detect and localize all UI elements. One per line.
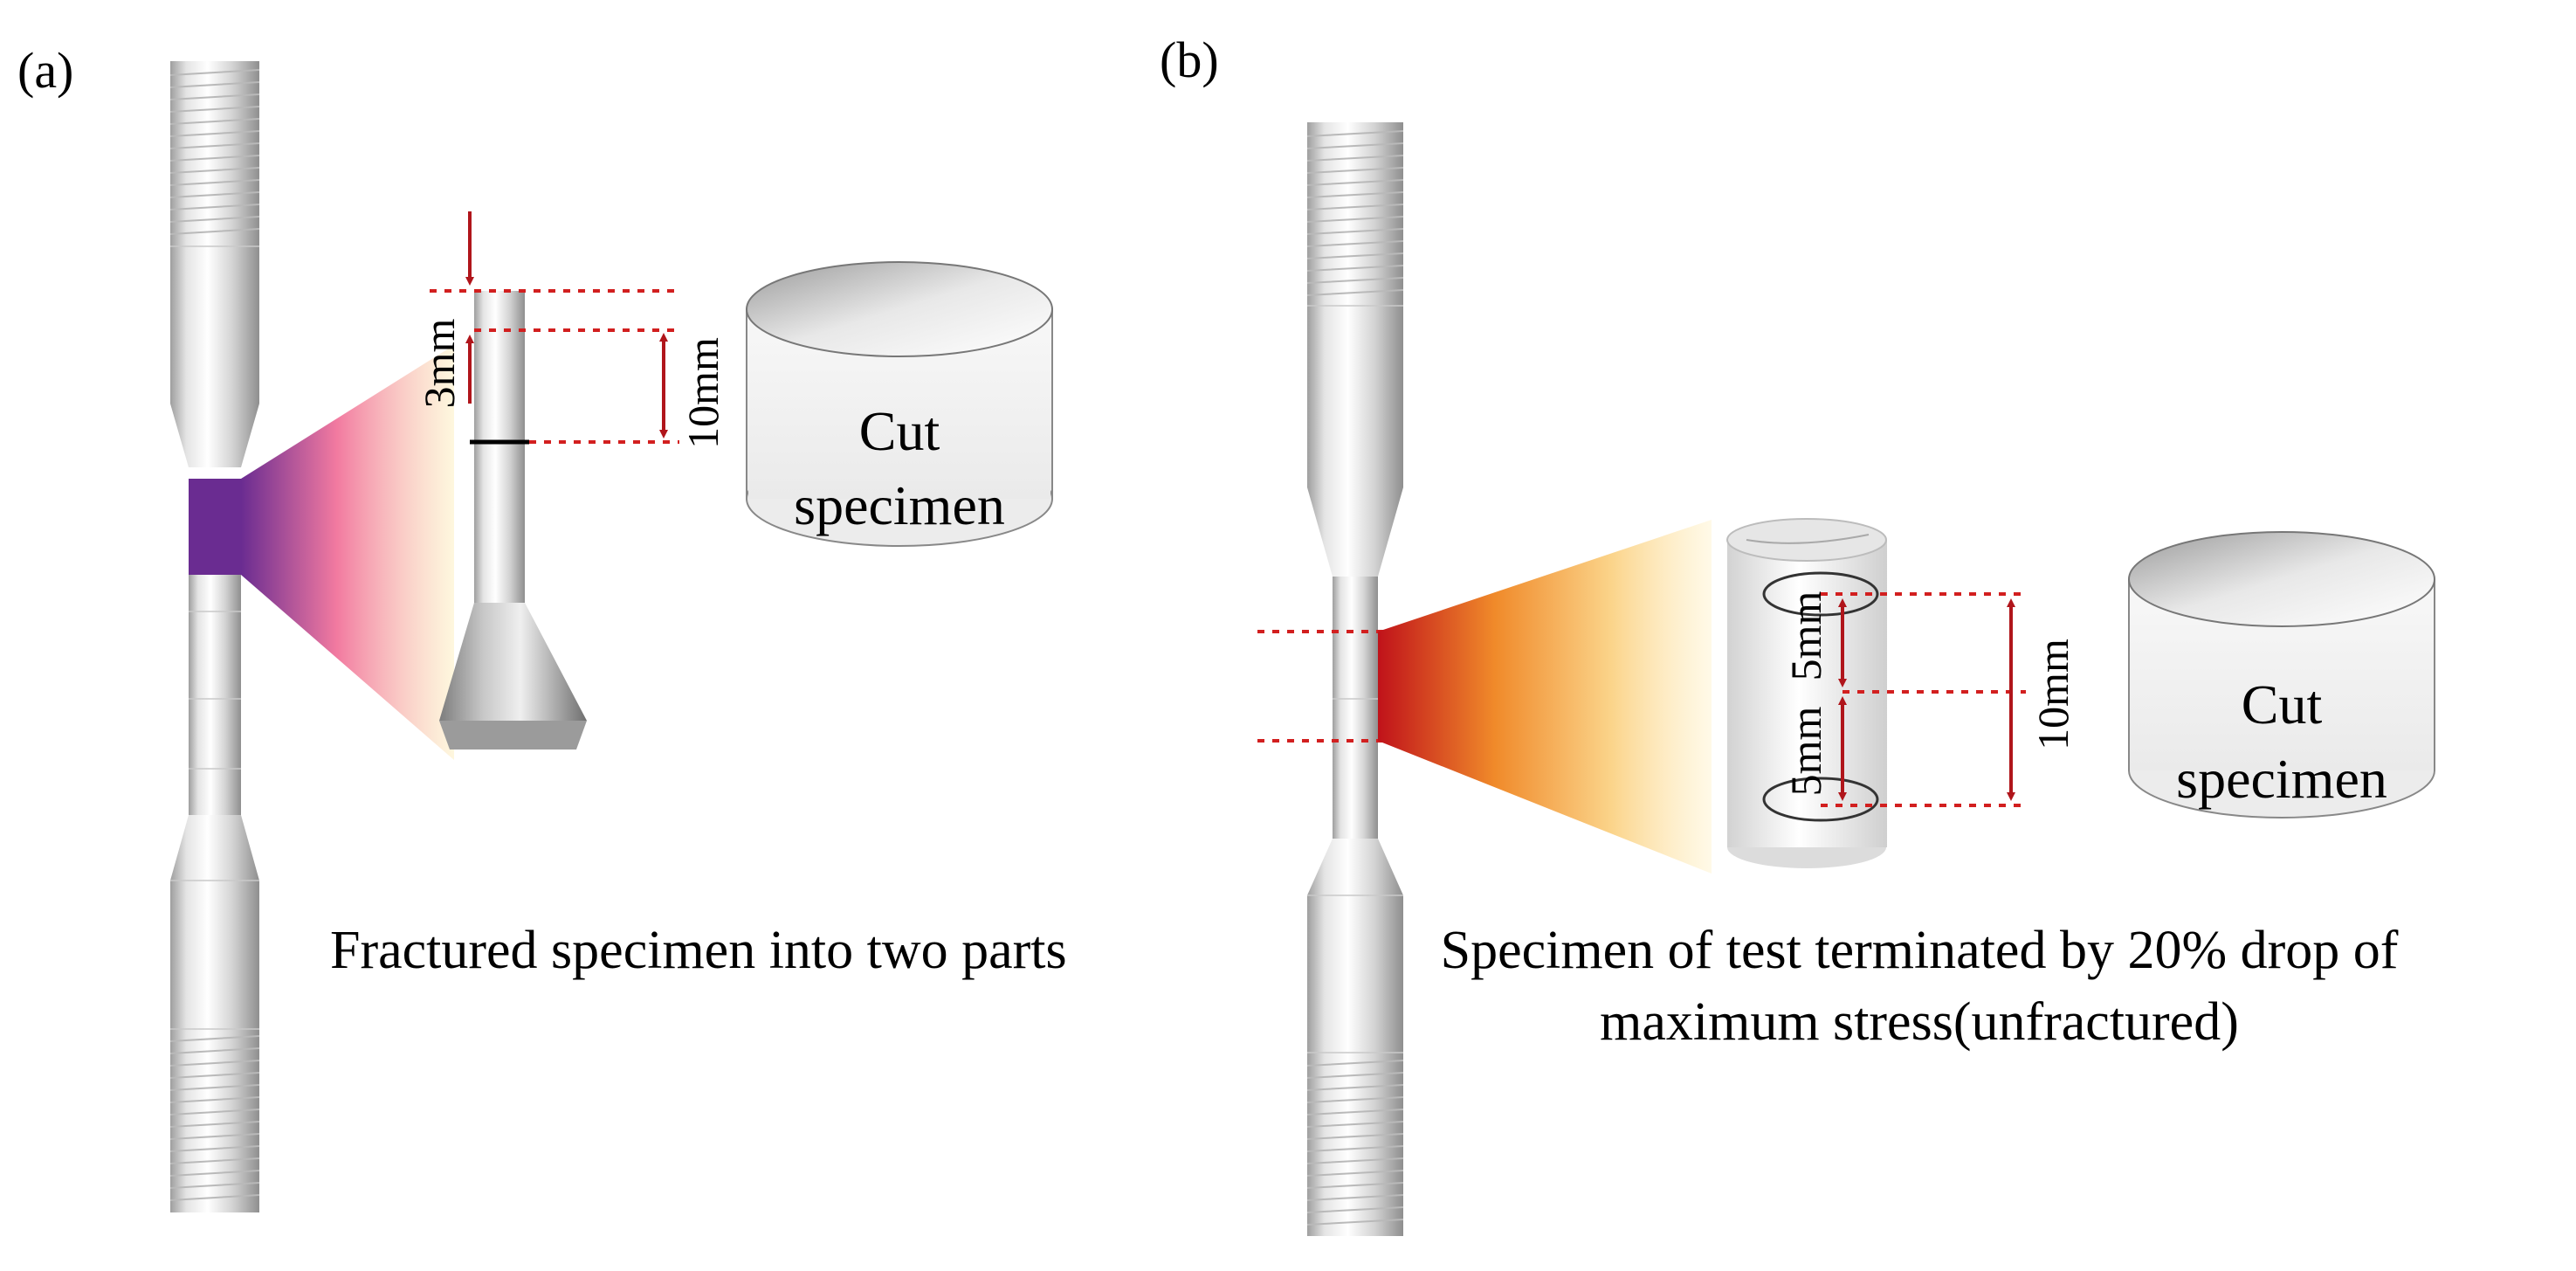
dim-label-5mm-upper: 5mm [1781,591,1830,681]
dim-label-10mm-a: 10mm [678,337,727,449]
taper-bottom-a [170,815,259,881]
dim-label-3mm: 3mm [415,319,464,409]
zoom-fan-a [241,345,454,760]
panel-a: (a) [17,42,1067,1212]
thread-top-a [170,61,259,246]
panel-b-label: (b) [1160,31,1219,88]
shoulder-top-a [170,246,259,404]
shoulder-top-b [1307,306,1403,487]
dim-label-5mm-lower: 5mm [1781,707,1830,797]
dim-label-10mm-b: 10mm [2028,639,2077,750]
specimen-a-bar [169,61,260,1212]
gauge-b [1333,577,1378,839]
gauge-lower-a [189,575,241,815]
section-ring-bottom-b [1762,777,1879,822]
caption-b-line1: Specimen of test terminated by 20% drop … [1441,921,2399,980]
cut-specimen-b: Cut specimen [2128,531,2435,819]
cut-label-b-line2: specimen [2176,748,2387,810]
cut-label-a-line1: Cut [859,400,940,462]
caption-a: Fractured specimen into two parts [330,921,1067,980]
cut-label-b-line1: Cut [2242,673,2323,736]
caption-b-line2: maximum stress(unfractured) [1600,992,2239,1052]
dimension-lines-a: 3mm 10mm [415,211,727,449]
cut-specimen-a: Cut specimen [746,261,1053,547]
cut-label-a-line2: specimen [794,474,1005,536]
thread-lines-bottom-a [169,1035,260,1201]
thread-bottom-a [170,1029,259,1212]
panel-b: (b) [1160,31,2435,1236]
zoom-fan-b [1378,520,1712,874]
specimen-b-bar [1306,122,1404,1236]
thread-bottom-b [1307,1053,1403,1236]
taper-bottom-b [1307,839,1403,895]
panel-a-label: (a) [17,42,73,99]
dimension-lines-b: 5mm 5mm 10mm [1781,591,2077,807]
thread-lines-top-a [169,69,260,235]
section-ring-top-b [1762,571,1879,617]
taper-top-a [170,404,259,467]
shoulder-bottom-b [1307,895,1403,1053]
zoomed-fracture-piece-a [439,291,587,749]
shoulder-bottom-a [170,881,259,1029]
thread-top-b [1307,122,1403,306]
taper-top-b [1307,487,1403,577]
fracture-zone-a [189,479,241,575]
